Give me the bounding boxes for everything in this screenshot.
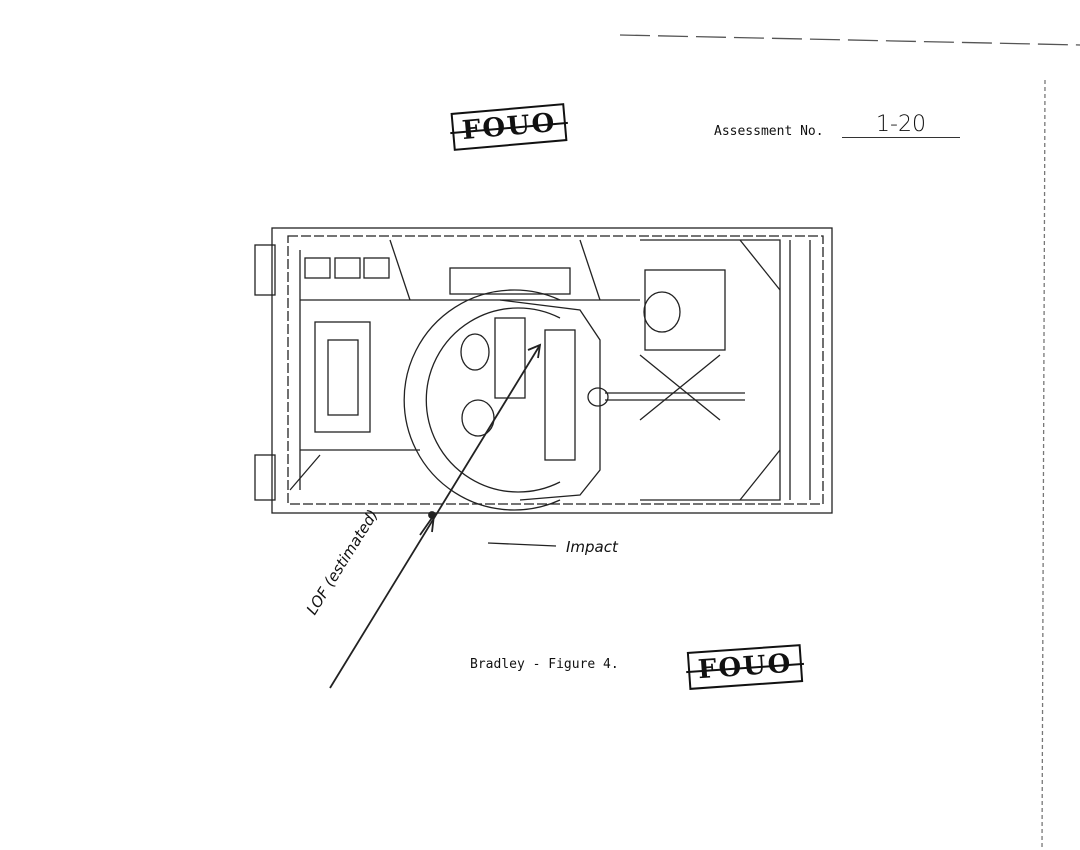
impact-leader xyxy=(487,542,557,547)
lof-arrow xyxy=(329,343,542,689)
assessment-label: Assessment No. xyxy=(714,124,824,139)
turret xyxy=(403,289,601,511)
hull-outline xyxy=(254,227,833,514)
impact-label: Impact xyxy=(566,538,618,556)
fouo-stamp-bottom: FOUO xyxy=(686,644,804,690)
seats xyxy=(304,257,571,433)
gun xyxy=(587,387,745,407)
assessment-number: 1-20 xyxy=(842,112,960,138)
driver-compartment xyxy=(639,239,781,501)
figure-caption: Bradley - Figure 4. xyxy=(470,657,619,672)
